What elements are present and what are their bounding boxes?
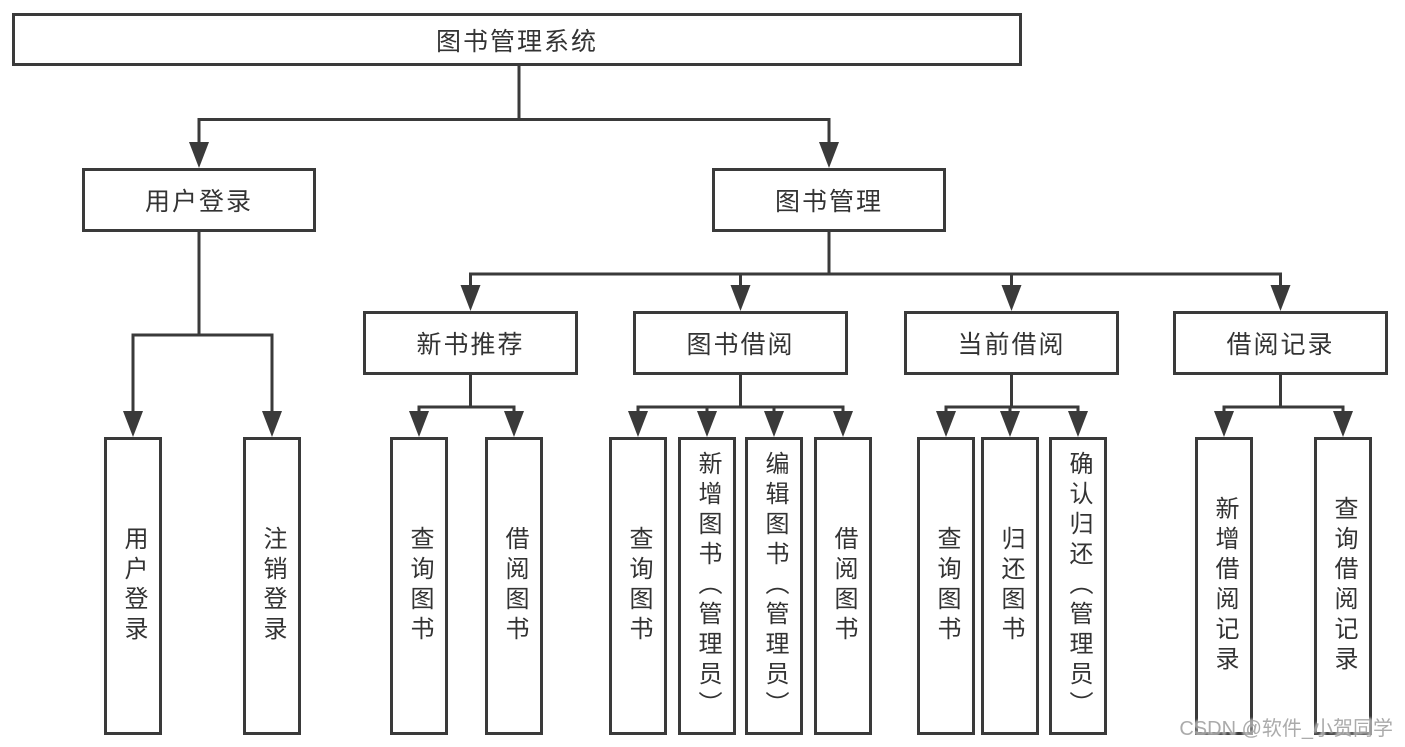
leaf-edit-book-admin: 编辑图书（管理员） [745,437,803,735]
leaf-borrow-books-recommend: 借阅图书 [485,437,543,735]
leaf-add-borrow-record: 新增借阅记录 [1195,437,1253,735]
leaf-user-login: 用户登录 [104,437,162,735]
leaf-query-books-recommend: 查询图书 [390,437,448,735]
leaf-confirm-return-admin: 确认归还（管理员） [1049,437,1107,735]
leaf-query-borrow-record: 查询借阅记录 [1314,437,1372,735]
node-borrow-records: 借阅记录 [1173,311,1388,375]
leaf-logout-login: 注销登录 [243,437,301,735]
node-current-borrow: 当前借阅 [904,311,1119,375]
node-book-borrow: 图书借阅 [633,311,848,375]
connector-lines [131,66,1345,413]
leaf-borrow-books-borrow: 借阅图书 [814,437,872,735]
leaf-return-books: 归还图书 [981,437,1039,735]
node-root: 图书管理系统 [12,13,1022,66]
leaf-query-books-borrow: 查询图书 [609,437,667,735]
leaf-add-book-admin: 新增图书（管理员） [678,437,736,735]
connector-arrowheads [123,142,1353,437]
node-user-login: 用户登录 [82,168,316,232]
node-new-book-recommend: 新书推荐 [363,311,578,375]
watermark: CSDN @软件_小贺同学 [1179,718,1393,740]
node-book-management: 图书管理 [712,168,946,232]
leaf-query-books-current: 查询图书 [917,437,975,735]
